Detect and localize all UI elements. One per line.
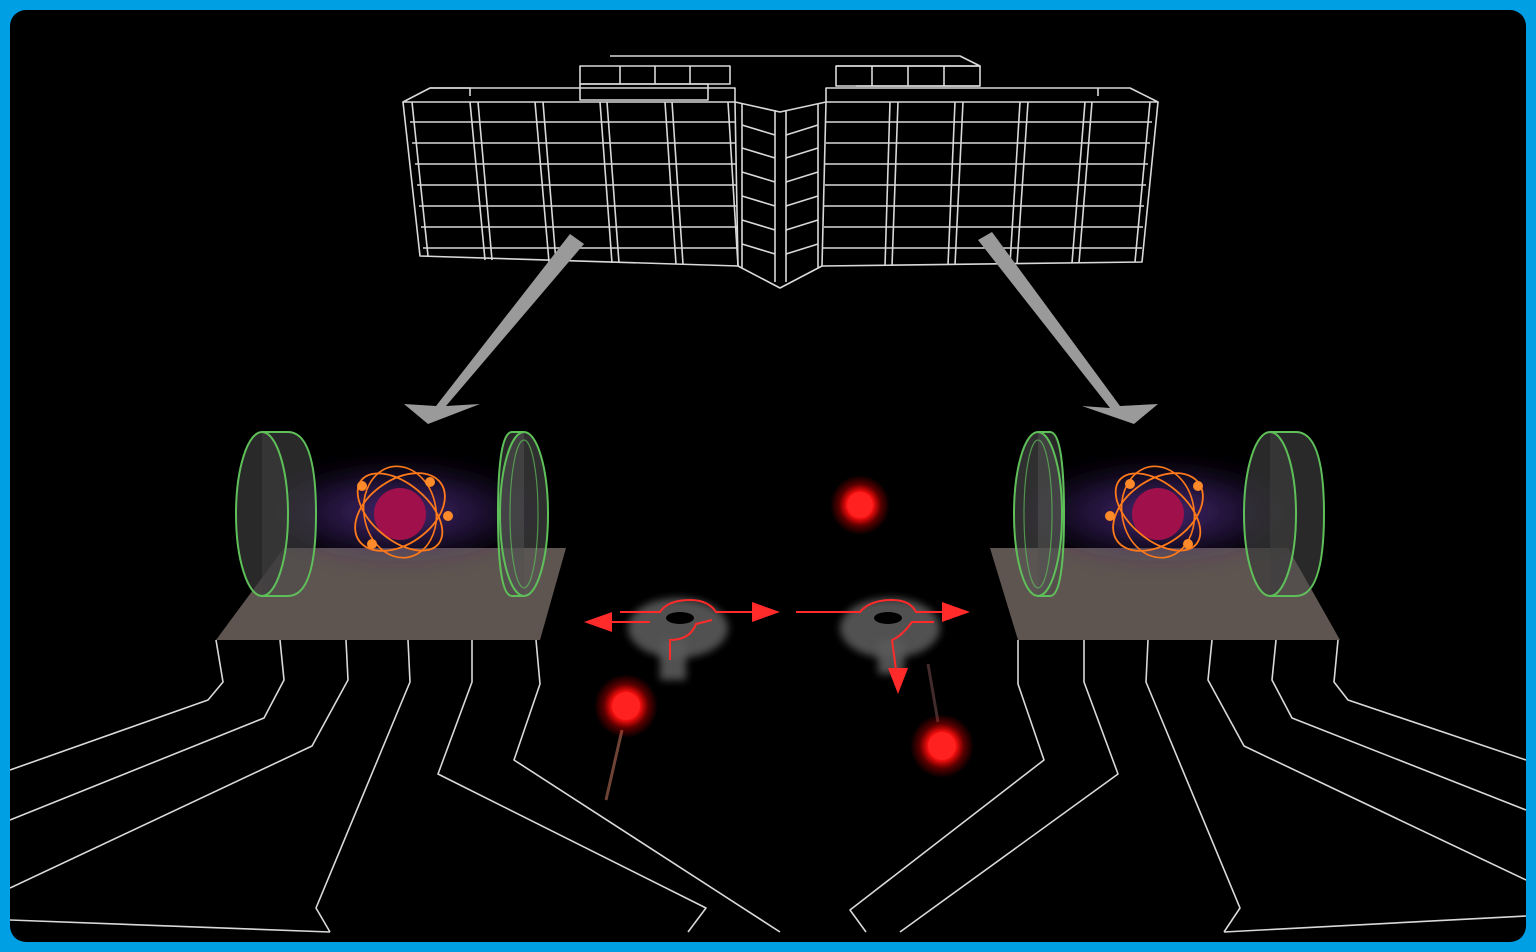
photon-icon (648, 475, 890, 535)
atom-icon (1105, 465, 1204, 559)
downlink-arrow-right (978, 232, 1158, 424)
cavity-mirror-icon (496, 431, 549, 597)
building-icon (402, 55, 1159, 289)
downlink-arrow-left (404, 234, 584, 424)
figure-panel (10, 10, 1526, 942)
photon-icon (594, 674, 658, 801)
cavity-mirror-icon (1243, 431, 1326, 597)
atom-cavity-node-left (216, 431, 566, 640)
wiring-traces (10, 639, 1526, 933)
quantum-network-diagram (10, 55, 1526, 933)
beam-splitter-icon (796, 598, 970, 694)
beam-splitter-icon (584, 598, 780, 680)
cavity-mirror-icon (1013, 431, 1066, 597)
cavity-mirror-icon (235, 431, 318, 597)
atom-cavity-node-right (990, 431, 1340, 640)
photon-icon (910, 663, 974, 778)
atom-icon (354, 465, 453, 559)
